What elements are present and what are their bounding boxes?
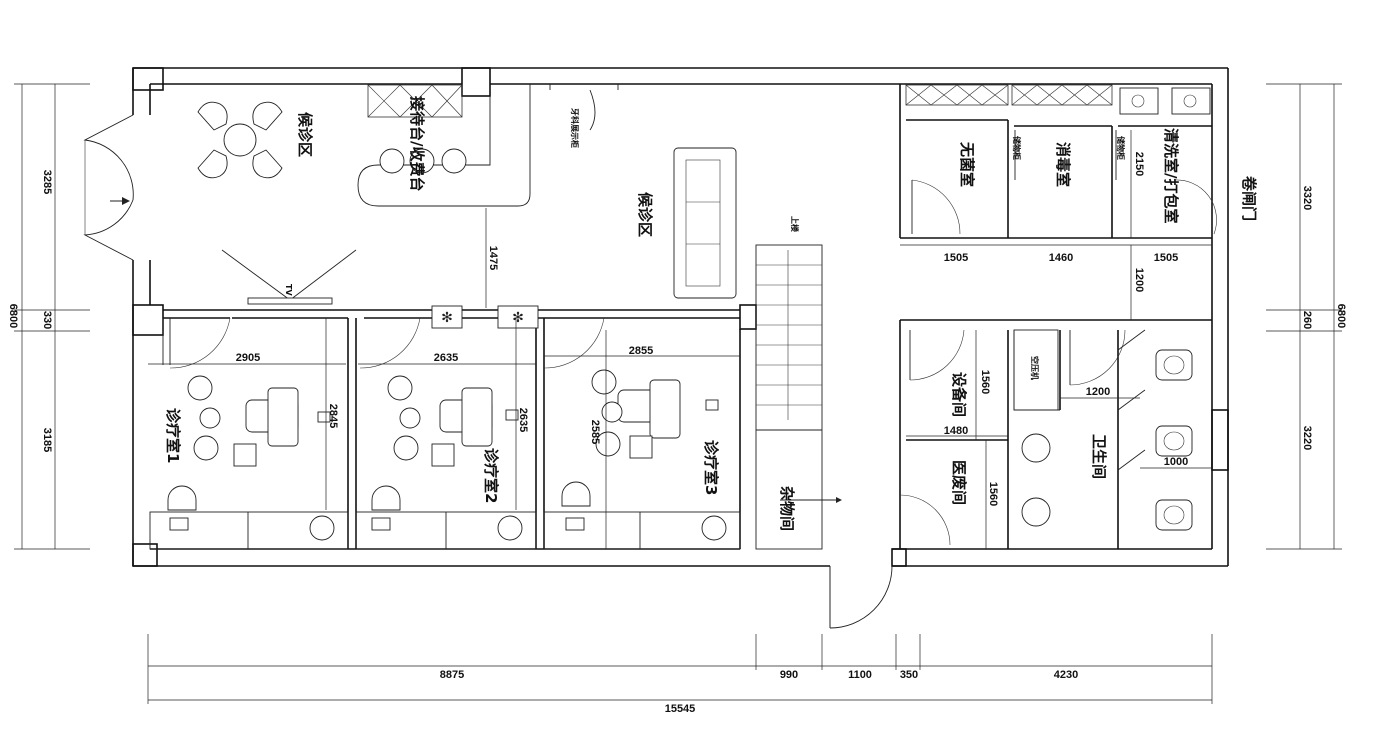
label-disinfect: 消毒室 xyxy=(1054,142,1072,187)
label-exam1: 诊疗室1 xyxy=(164,408,182,463)
svg-text:✻: ✻ xyxy=(441,311,453,326)
dim-4230: 4230 xyxy=(1054,669,1078,681)
dim-350: 350 xyxy=(900,669,918,681)
dim-left-3185: 3185 xyxy=(41,428,53,452)
dim-2150: 2150 xyxy=(1133,152,1145,176)
top-window xyxy=(549,84,619,131)
dim-1460: 1460 xyxy=(1049,252,1073,264)
staircase xyxy=(755,244,842,550)
tv-unit xyxy=(221,249,357,305)
dim-right-3320: 3320 xyxy=(1301,186,1313,210)
label-small-equip: 空压机 xyxy=(1030,356,1040,380)
label-waiting-top: 候诊区 xyxy=(296,112,314,157)
dim-1560b: 1560 xyxy=(987,482,999,506)
sofa xyxy=(673,147,737,299)
dim-15545: 15545 xyxy=(665,703,696,715)
label-exam3: 诊疗室3 xyxy=(702,440,720,495)
dim-2635b: 2635 xyxy=(517,408,529,432)
dim-1475: 1475 xyxy=(487,246,499,270)
dim-right-6800: 6800 xyxy=(1335,304,1347,328)
dim-2635a: 2635 xyxy=(434,352,458,364)
label-storage: 杂物间 xyxy=(778,486,796,531)
label-medical-waste: 医废间 xyxy=(950,460,968,505)
entrance-door xyxy=(83,114,134,261)
dim-2845: 2845 xyxy=(327,404,339,428)
interior-dimensions xyxy=(148,130,1212,549)
dim-1000: 1000 xyxy=(1164,456,1188,468)
dental-units: ✻ ✻ xyxy=(167,305,727,541)
svg-text:✻: ✻ xyxy=(512,311,524,326)
right-dimensions xyxy=(1266,83,1342,550)
dim-990: 990 xyxy=(780,669,798,681)
dim-right-3220: 3220 xyxy=(1301,426,1313,450)
waiting-table-set xyxy=(197,101,283,179)
dim-1100: 1100 xyxy=(848,669,872,681)
reception-desk xyxy=(357,84,531,207)
dim-left-3285: 3285 xyxy=(41,170,53,194)
dim-1560a: 1560 xyxy=(979,370,991,394)
dim-2585: 2585 xyxy=(589,420,601,444)
dim-2855: 2855 xyxy=(629,345,653,357)
dim-1505b: 1505 xyxy=(1154,252,1178,264)
right-top-rooms xyxy=(899,84,1217,239)
bottom-dimensions xyxy=(147,634,1213,704)
label-waiting-mid: 候诊区 xyxy=(636,192,654,237)
dim-1480: 1480 xyxy=(944,425,968,437)
label-toilet: 卫生间 xyxy=(1090,434,1108,479)
dim-left-6800: 6800 xyxy=(7,304,19,328)
label-wash-pack: 清洗室/打包室 xyxy=(1162,128,1180,223)
left-dimensions xyxy=(14,83,90,550)
label-equipment: 设备间 xyxy=(950,372,968,417)
label-sterile: 无菌室 xyxy=(958,141,976,187)
dim-1200v: 1200 xyxy=(1133,268,1145,292)
dim-right-260: 260 xyxy=(1301,311,1313,329)
main-door xyxy=(829,565,893,629)
label-tv: TV xyxy=(284,284,293,296)
label-small-cab1: 储物柜 xyxy=(1012,135,1022,160)
right-bottom-rooms xyxy=(899,319,1212,549)
exam-walls xyxy=(149,309,741,550)
label-small-cab2: 储物柜 xyxy=(1116,135,1126,160)
label-shutter-door: 卷闸门 xyxy=(1240,175,1258,221)
dim-8875: 8875 xyxy=(440,669,464,681)
label-exam2: 诊疗室2 xyxy=(482,448,500,503)
dim-1505a: 1505 xyxy=(944,252,968,264)
dim-2905: 2905 xyxy=(236,352,260,364)
dim-1200h: 1200 xyxy=(1086,386,1110,398)
dim-left-330: 330 xyxy=(41,311,53,329)
label-small-stairs: 上楼 xyxy=(790,216,800,232)
label-reception: 接待台/收费台 xyxy=(408,96,426,191)
label-small-top: 牙科展示柜 xyxy=(570,108,580,148)
